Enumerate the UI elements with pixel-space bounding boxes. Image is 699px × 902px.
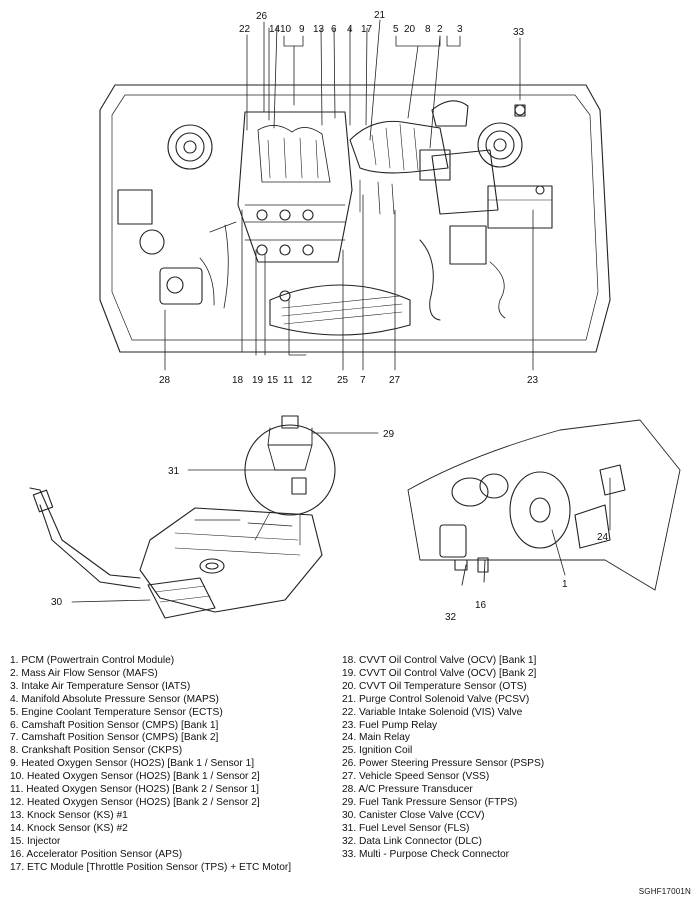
legend-item: 27. Vehicle Speed Sensor (VSS) [342, 771, 490, 783]
figure-code: SGHF17001N [638, 887, 691, 896]
legend-item: 2. Mass Air Flow Sensor (MAFS) [10, 667, 158, 679]
callout-31: 31 [168, 466, 180, 477]
callout-18: 18 [232, 375, 244, 386]
legend-item: 4. Manifold Absolute Pressure Sensor (MA… [10, 693, 219, 705]
callout-7: 7 [360, 375, 366, 386]
legend-item: 18. CVVT Oil Control Valve (OCV) [Bank 1… [342, 655, 537, 666]
legend-item: 7. Camshaft Position Sensor (CMPS) [Bank… [10, 732, 219, 744]
legend-item: 21. Purge Control Solenoid Valve (PCSV) [342, 693, 530, 705]
callout-6: 6 [331, 24, 337, 35]
callout-26: 26 [256, 11, 268, 22]
legend-item: 17. ETC Module [Throttle Position Sensor… [10, 861, 292, 873]
legend-item: 5. Engine Coolant Temperature Sensor (EC… [10, 706, 223, 718]
legend-item: 15. Injector [10, 835, 61, 847]
callout-10: 10 [280, 24, 292, 35]
component-location-diagram: 26 22 14 10 9 13 6 4 21 17 5 20 8 2 3 33… [29, 10, 681, 623]
callout-33: 33 [513, 27, 525, 38]
legend-item: 11. Heated Oxygen Sensor (HO2S) [Bank 2 … [10, 784, 259, 796]
callout-21: 21 [374, 10, 386, 21]
callout-11: 11 [283, 375, 294, 386]
legend-item: 20. CVVT Oil Temperature Sensor (OTS) [342, 680, 527, 692]
legend-item: 22. Variable Intake Solenoid (VIS) Valve [342, 706, 523, 718]
callout-19: 19 [252, 375, 264, 386]
legend-item: 14. Knock Sensor (KS) #2 [10, 822, 128, 834]
legend-item: 6. Camshaft Position Sensor (CMPS) [Bank… [10, 719, 219, 731]
callout-4: 4 [347, 24, 353, 35]
legend-item: 12. Heated Oxygen Sensor (HO2S) [Bank 2 … [10, 796, 260, 808]
callout-25: 25 [337, 375, 349, 386]
callout-1: 1 [562, 579, 568, 590]
callout-17: 17 [361, 24, 373, 35]
legend-item: 25. Ignition Coil [342, 745, 413, 757]
legend-item: 16. Accelerator Position Sensor (APS) [10, 848, 183, 860]
callout-9: 9 [299, 24, 305, 35]
legend-item: 26. Power Steering Pressure Sensor (PSPS… [342, 758, 545, 770]
legend-item: 23. Fuel Pump Relay [342, 719, 438, 731]
callout-12: 12 [301, 375, 313, 386]
callout-3: 3 [457, 24, 463, 35]
legend-item: 30. Canister Close Valve (CCV) [342, 809, 485, 821]
callout-30: 30 [51, 597, 63, 608]
legend-item: 10. Heated Oxygen Sensor (HO2S) [Bank 1 … [10, 771, 260, 783]
callout-22: 22 [239, 24, 251, 35]
fuel-tank-illustration [29, 415, 379, 619]
callout-5: 5 [393, 24, 399, 35]
legend-item: 29. Fuel Tank Pressure Sensor (FTPS) [342, 796, 518, 808]
legend-item: 32. Data Link Connector (DLC) [342, 835, 482, 847]
legend-item: 28. A/C Pressure Transducer [342, 784, 473, 796]
callout-14: 14 [269, 24, 281, 35]
callout-2: 2 [437, 24, 443, 35]
callout-29: 29 [383, 429, 395, 440]
callout-28: 28 [159, 375, 171, 386]
callout-15: 15 [267, 375, 279, 386]
legend-right-column: 18. CVVT Oil Control Valve (OCV) [Bank 1… [342, 655, 544, 862]
callout-24: 24 [597, 532, 609, 543]
legend-item: 8. Crankshaft Position Sensor (CKPS) [10, 745, 183, 757]
legend-item: 19. CVVT Oil Control Valve (OCV) [Bank 2… [342, 667, 537, 679]
legend-item: 9. Heated Oxygen Sensor (HO2S) [Bank 1 /… [10, 758, 255, 770]
legend-item: 33. Multi - Purpose Check Connector [342, 848, 510, 860]
callout-16: 16 [475, 600, 487, 611]
callout-numbers: 26 22 14 10 9 13 6 4 21 17 5 20 8 2 3 33… [51, 10, 609, 623]
callout-32: 32 [445, 612, 457, 623]
legend-item: 3. Intake Air Temperature Sensor (IATS) [10, 680, 191, 692]
legend-left-column: 1. PCM (Powertrain Control Module)2. Mas… [10, 655, 291, 874]
legend-item: 13. Knock Sensor (KS) #1 [10, 809, 128, 821]
callout-27: 27 [389, 375, 401, 386]
legend-item: 24. Main Relay [342, 732, 410, 744]
callout-8: 8 [425, 24, 431, 35]
legend-item: 1. PCM (Powertrain Control Module) [10, 655, 175, 666]
callout-13: 13 [313, 24, 325, 35]
legend-item: 31. Fuel Level Sensor (FLS) [342, 822, 470, 834]
engine-bay-leader-lines [164, 19, 534, 371]
engine-bay-illustration [99, 84, 611, 353]
callout-23: 23 [527, 375, 539, 386]
callout-20: 20 [404, 24, 416, 35]
dashboard-illustration [407, 419, 681, 591]
